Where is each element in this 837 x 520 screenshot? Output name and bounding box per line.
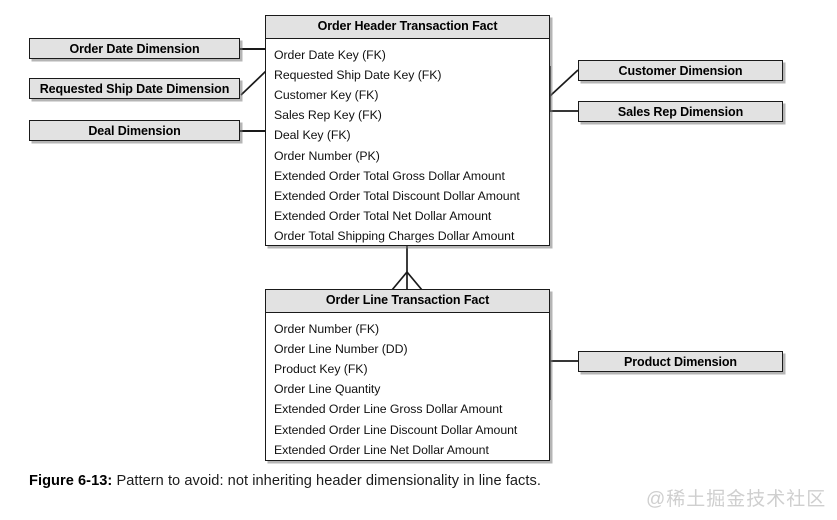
dimension-requested-ship-date[interactable]: Requested Ship Date Dimension xyxy=(29,78,240,99)
watermark: @稀土掘金技术社区 xyxy=(646,489,827,510)
field-row: Order Line Quantity xyxy=(274,382,381,397)
field-row: Customer Key (FK) xyxy=(274,87,379,102)
figure-caption-text: Pattern to avoid: not inheriting header … xyxy=(116,473,541,489)
dimension-deal[interactable]: Deal Dimension xyxy=(29,120,240,141)
dimension-order-date[interactable]: Order Date Dimension xyxy=(29,38,240,59)
dimension-order-date-label: Order Date Dimension xyxy=(69,41,200,56)
field-row: Order Number (FK) xyxy=(274,321,380,336)
figure-caption: Figure 6-13: Pattern to avoid: not inher… xyxy=(29,473,541,489)
dimension-product-label: Product Dimension xyxy=(624,354,737,369)
connector-order-date-dimension xyxy=(240,48,266,50)
dimension-product[interactable]: Product Dimension xyxy=(578,351,783,372)
field-row: Order Total Shipping Charges Dollar Amou… xyxy=(274,229,515,244)
entity-order-line-fields: Order Number (FK) Order Line Number (DD)… xyxy=(266,313,549,467)
entity-order-line-transaction-fact[interactable]: Order Line Transaction Fact Order Number… xyxy=(265,289,550,461)
entity-order-line-title: Order Line Transaction Fact xyxy=(266,290,549,313)
field-row: Extended Order Line Discount Dollar Amou… xyxy=(274,422,518,437)
field-row: Extended Order Total Discount Dollar Amo… xyxy=(274,188,520,203)
entity-order-header-fields: Order Date Key (FK) Requested Ship Date … xyxy=(266,39,549,254)
dimension-customer-label: Customer Dimension xyxy=(618,63,743,78)
field-row: Requested Ship Date Key (FK) xyxy=(274,67,442,82)
field-row: Order Date Key (FK) xyxy=(274,47,386,62)
dimension-customer[interactable]: Customer Dimension xyxy=(578,60,783,81)
figure-label: Figure 6-13: xyxy=(29,473,113,489)
field-row: Order Number (PK) xyxy=(274,148,380,163)
connector-deal-dimension xyxy=(240,130,266,132)
dimension-deal-label: Deal Dimension xyxy=(88,123,181,138)
field-row: Sales Rep Key (FK) xyxy=(274,108,382,123)
field-row: Deal Key (FK) xyxy=(274,128,351,143)
entity-order-header-transaction-fact[interactable]: Order Header Transaction Fact Order Date… xyxy=(265,15,550,246)
field-row: Extended Order Total Net Dollar Amount xyxy=(274,209,492,224)
field-row: Order Line Number (DD) xyxy=(274,341,408,356)
dimension-sales-rep[interactable]: Sales Rep Dimension xyxy=(578,101,783,122)
field-row: Extended Order Total Gross Dollar Amount xyxy=(274,168,505,183)
field-row: Product Key (FK) xyxy=(274,361,368,376)
dimension-requested-ship-date-label: Requested Ship Date Dimension xyxy=(39,81,230,96)
field-row: Extended Order Line Net Dollar Amount xyxy=(274,442,489,457)
entity-order-header-title: Order Header Transaction Fact xyxy=(266,16,549,39)
dimension-sales-rep-label: Sales Rep Dimension xyxy=(617,104,744,119)
field-row: Extended Order Line Gross Dollar Amount xyxy=(274,402,503,417)
